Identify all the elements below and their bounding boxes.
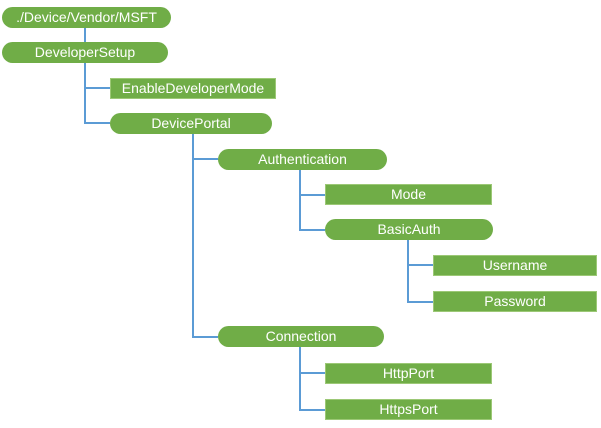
connector-line [84,87,110,89]
connector-line [299,347,301,411]
node-device-portal: DevicePortal [110,113,272,134]
connector-line [192,134,194,338]
node-authentication: Authentication [218,149,387,170]
node-http-port: HttpPort [325,363,492,384]
connector-line [84,63,86,124]
connector-line [299,229,325,231]
node-password: Password [433,291,597,312]
node-connection: Connection [218,326,384,347]
node-device-vendor-msft: ./Device/Vendor/MSFT [2,7,171,28]
connector-line [299,194,325,196]
node-mode: Mode [325,184,492,205]
connector-line [407,301,433,303]
node-username: Username [433,255,597,276]
connector-line [192,336,218,338]
connector-line [299,372,325,374]
connector-line [84,122,110,124]
node-enable-developer-mode: EnableDeveloperMode [110,78,276,99]
connector-line [299,409,325,411]
connector-line [407,240,409,303]
node-https-port: HttpsPort [325,399,492,420]
connector-line [84,28,86,42]
node-developer-setup: DeveloperSetup [2,42,168,63]
connector-line [407,264,433,266]
node-basic-auth: BasicAuth [325,219,493,240]
connector-line [192,158,218,160]
connector-line [299,170,301,231]
